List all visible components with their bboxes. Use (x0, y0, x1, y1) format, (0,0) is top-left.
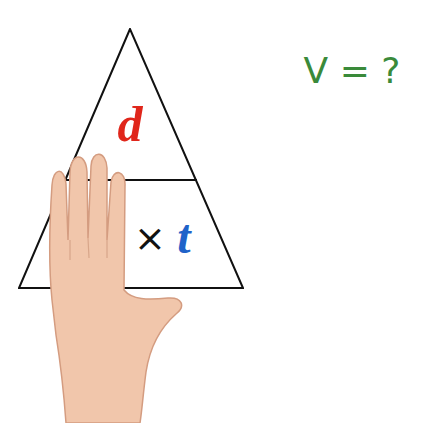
distance-symbol: d (118, 95, 143, 153)
times-sign: × (134, 216, 166, 260)
time-symbol: t (177, 209, 190, 264)
question-label: V = ? (304, 50, 401, 91)
